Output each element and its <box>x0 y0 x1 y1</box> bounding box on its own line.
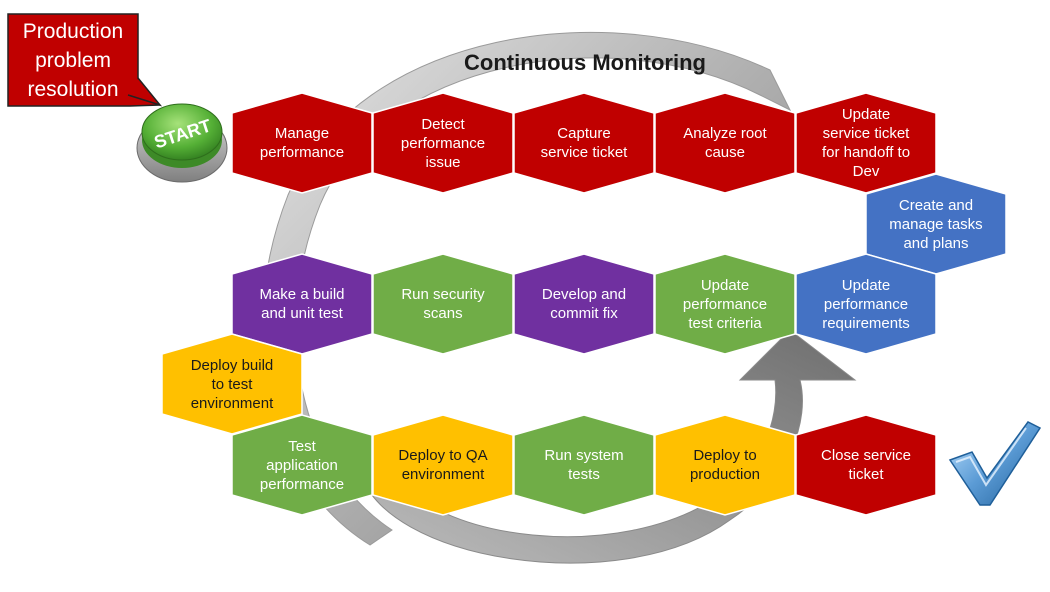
hex-update-service-ticket <box>795 92 937 194</box>
callout-text: Production problem resolution <box>22 19 124 101</box>
hex-deploy-production <box>654 414 796 516</box>
hex-run-system-tests <box>513 414 655 516</box>
hex-analyze-root-cause <box>654 92 796 194</box>
hex-detect-performance-issue <box>372 92 514 194</box>
hex-test-application-performance <box>231 414 373 516</box>
hex-update-performance-test-criteria <box>654 253 796 355</box>
hex-update-performance-requirements <box>795 253 937 355</box>
hex-deploy-build-test-env <box>161 333 303 435</box>
hex-capture-service-ticket <box>513 92 655 194</box>
production-callout <box>7 13 163 107</box>
process-steps <box>161 92 1007 516</box>
hex-make-build-unit-test <box>231 253 373 355</box>
hex-create-manage-tasks <box>865 173 1007 275</box>
hex-run-security-scans <box>372 253 514 355</box>
start-button[interactable]: START <box>136 103 228 183</box>
checkmark-icon <box>948 421 1042 506</box>
diagram-title: Continuous Monitoring <box>464 50 706 75</box>
hex-deploy-qa-environment <box>372 414 514 516</box>
hex-manage-performance <box>231 92 373 194</box>
hex-close-service-ticket <box>795 414 937 516</box>
hex-develop-commit-fix <box>513 253 655 355</box>
